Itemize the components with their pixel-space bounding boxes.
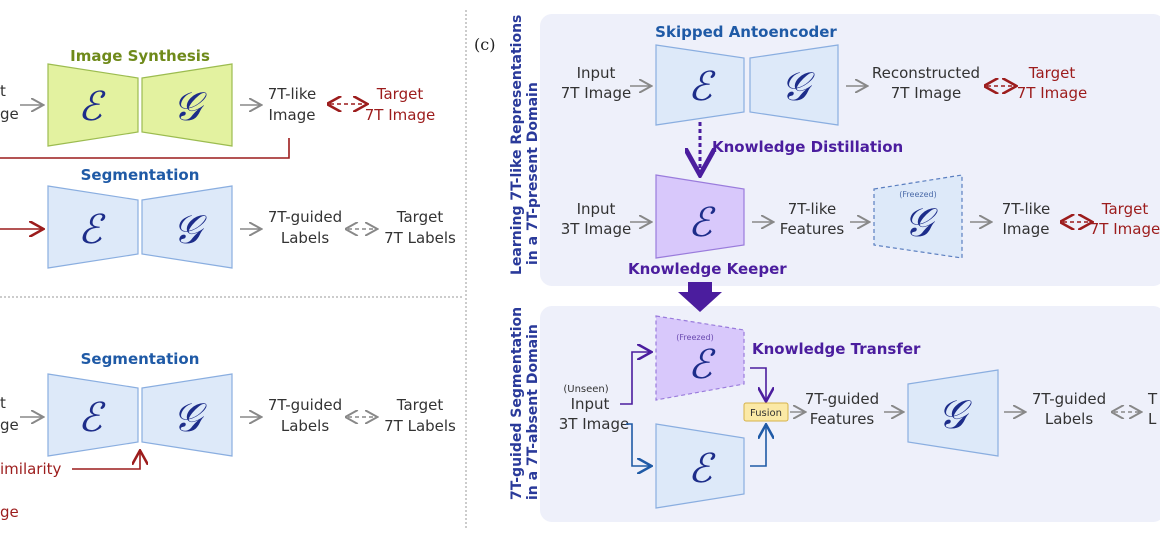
output-line-2: Labels bbox=[281, 417, 329, 435]
kk-features-1: 7T-like bbox=[788, 200, 836, 218]
freezed-keeper-block bbox=[655, 315, 745, 401]
autoencoder-row: Input 7T Image Skipped Antoencoder ℰ 𝒢 R… bbox=[561, 23, 1087, 126]
encoder-symbol: ℰ bbox=[78, 84, 106, 130]
input-frag-1: t bbox=[0, 82, 6, 100]
ae-input-1: Input bbox=[577, 64, 616, 82]
seg-input-2: 3T Image bbox=[559, 415, 629, 433]
ae-input-2: 7T Image bbox=[561, 84, 631, 102]
target-line-2: 7T Labels bbox=[384, 417, 456, 435]
similarity-frag: imilarity bbox=[0, 460, 62, 478]
left-mid-row: Segmentation ℰ 𝒢 7T-guided Labels Target… bbox=[0, 166, 456, 269]
kk-output-2: Image bbox=[1003, 220, 1050, 238]
side-bottom-line-2: in a 7T-absent Domain bbox=[525, 324, 541, 500]
seg-target-frag-2: L bbox=[1148, 410, 1157, 428]
fusion-box bbox=[743, 402, 789, 422]
encoder-block bbox=[47, 63, 139, 147]
generator-block bbox=[907, 369, 999, 457]
kk-input-1: Input bbox=[577, 200, 616, 218]
unseen-label: (Unseen) bbox=[563, 384, 608, 395]
image-frag: ge bbox=[0, 503, 19, 521]
encoder-block bbox=[47, 373, 139, 457]
target-line-1: Target bbox=[396, 208, 444, 226]
encoder-symbol: ℰ bbox=[78, 207, 106, 253]
encoder-block bbox=[47, 185, 139, 269]
side-bottom-line-1: 7T-guided Segmentation bbox=[509, 307, 525, 500]
seg-output-2: Labels bbox=[1045, 410, 1093, 428]
seg-features-1: 7T-guided bbox=[805, 390, 879, 408]
ae-output-1: Reconstructed bbox=[872, 64, 980, 82]
output-line-1: 7T-guided bbox=[268, 208, 342, 226]
seg-input-1: Input bbox=[571, 395, 610, 413]
encoder-symbol: ℰ bbox=[688, 200, 716, 246]
output-line-2: Labels bbox=[281, 229, 329, 247]
side-top-line-1: Learning 7T-like Representations bbox=[509, 15, 525, 275]
freezed-generator-block bbox=[873, 174, 963, 259]
generator-block bbox=[141, 185, 233, 269]
target-line-1: Target bbox=[396, 396, 444, 414]
ae-output-2: 7T Image bbox=[891, 84, 961, 102]
target-line-1: Target bbox=[376, 85, 424, 103]
encoder-symbol: ℰ bbox=[688, 64, 716, 110]
segmentation-row: (Unseen) Input 3T Image (Freezed) ℰ Know… bbox=[559, 315, 1158, 509]
freezed-label-2: (Freezed) bbox=[676, 333, 713, 342]
left-top-row: t ge Image Synthesis ℰ 𝒢 7T-like Image T… bbox=[0, 47, 435, 159]
generator-block bbox=[749, 44, 839, 126]
output-line-1: 7T-guided bbox=[268, 396, 342, 414]
generator-block bbox=[141, 373, 233, 457]
kk-target-2: 7T Image bbox=[1090, 220, 1160, 238]
input-frag-1: t bbox=[0, 394, 6, 412]
target-line-2: 7T Image bbox=[365, 106, 435, 124]
freezed-label-1: (Freezed) bbox=[899, 190, 936, 199]
kk-features-2: Features bbox=[780, 220, 845, 238]
segmentation-title-1: Segmentation bbox=[81, 166, 200, 184]
output-line-1: 7T-like bbox=[268, 85, 316, 103]
encoder-symbol: ℰ bbox=[688, 342, 716, 388]
encoder-block bbox=[655, 423, 745, 509]
seg-output-1: 7T-guided bbox=[1032, 390, 1106, 408]
target-line-2: 7T Labels bbox=[384, 229, 456, 247]
keeper-encoder-block bbox=[655, 174, 745, 259]
side-top-line-2: in a 7T-present Domain bbox=[525, 82, 541, 265]
image-synthesis-title: Image Synthesis bbox=[70, 47, 210, 65]
kk-output-1: 7T-like bbox=[1002, 200, 1050, 218]
encoder-symbol: ℰ bbox=[78, 395, 106, 441]
input-frag-2: ge bbox=[0, 416, 19, 434]
kk-label: Knowledge Keeper bbox=[628, 260, 787, 278]
kk-input-2: 3T Image bbox=[561, 220, 631, 238]
kd-label: Knowledge Distillation bbox=[712, 138, 903, 156]
panel-label: (c) bbox=[474, 35, 495, 54]
segmentation-title-2: Segmentation bbox=[81, 350, 200, 368]
encoder-symbol: ℰ bbox=[688, 446, 716, 492]
kt-label: Knowledge Transfer bbox=[752, 340, 921, 358]
knowledge-keeper-row: Input 3T Image ℰ 7T-like Features (Freez… bbox=[561, 174, 1160, 278]
seg-features-2: Features bbox=[810, 410, 875, 428]
ae-target-1: Target bbox=[1028, 64, 1076, 82]
left-bottom-row: t ge Segmentation ℰ 𝒢 7T-guided Labels T… bbox=[0, 350, 456, 521]
fusion-label: Fusion bbox=[750, 408, 782, 419]
encoder-block bbox=[655, 44, 745, 126]
kk-target-1: Target bbox=[1101, 200, 1149, 218]
ae-title: Skipped Antoencoder bbox=[655, 23, 837, 41]
output-line-2: Image bbox=[269, 106, 316, 124]
ae-target-2: 7T Image bbox=[1017, 84, 1087, 102]
input-frag-2: ge bbox=[0, 105, 19, 123]
seg-target-frag-1: T bbox=[1147, 390, 1158, 408]
big-down-arrow bbox=[678, 282, 722, 312]
generator-block bbox=[141, 63, 233, 147]
